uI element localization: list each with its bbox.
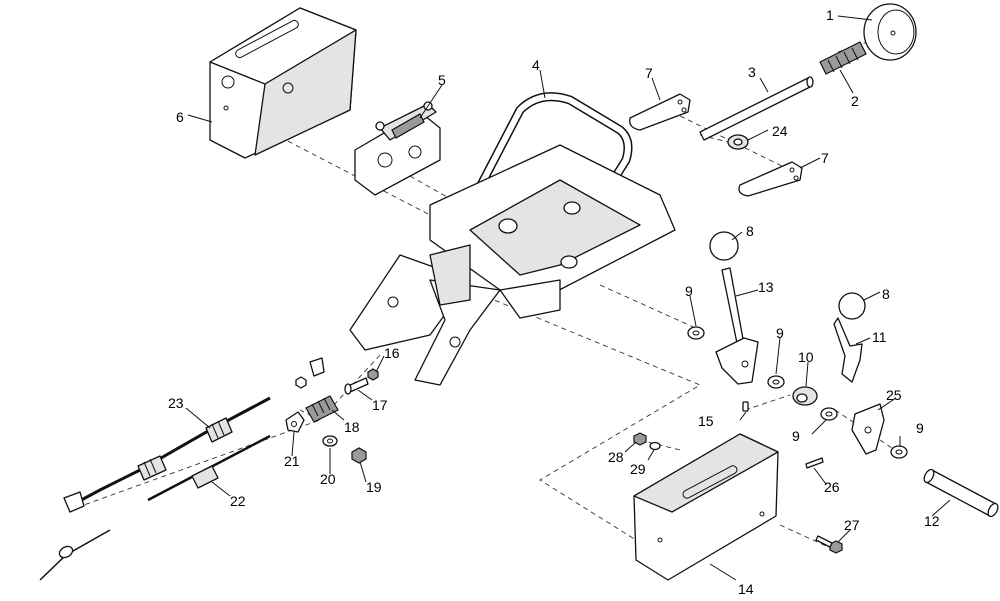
callout-2: 2 [851,93,859,109]
part-1-knob-disc [863,3,917,61]
part-3-shaft [699,76,814,141]
leader-lines [185,15,951,581]
callout-22: 22 [230,493,246,509]
callout-3: 3 [748,64,756,80]
callout-27: 27 [844,517,860,533]
callout-8-upper: 8 [746,223,754,239]
callout-25: 25 [886,387,902,403]
callout-8-lower: 8 [882,286,890,302]
callout-14: 14 [738,581,754,597]
part-14-lower-cover [633,433,779,581]
callout-7-upper: 7 [645,65,653,81]
part-2-spring [819,41,867,75]
part-7-upper-plate [629,93,691,131]
part-4-main-frame [349,92,676,386]
part-10-bushing [792,386,818,406]
hardware-27-28-29 [633,432,843,554]
callout-23: 23 [168,395,184,411]
callout-29: 29 [630,461,646,477]
part-22-push-rod [39,434,271,581]
callout-26: 26 [824,479,840,495]
callout-4: 4 [532,57,540,73]
callout-28: 28 [608,449,624,465]
hardware-16-21 [285,368,379,464]
callout-10: 10 [798,349,814,365]
callout-9-a: 9 [685,283,693,299]
callout-21: 21 [284,453,300,469]
callout-9-c: 9 [792,428,800,444]
callout-24: 24 [772,123,788,139]
callout-7-lower: 7 [821,150,829,166]
callout-9-d: 9 [916,420,924,436]
callout-11: 11 [872,329,887,345]
callout-9-b: 9 [776,325,784,341]
callout-19: 19 [366,479,382,495]
part-13-lever [709,231,759,385]
part-24-spacer [727,134,749,150]
part-12-rod [923,468,999,518]
callout-16: 16 [384,345,400,361]
part-23-cable [63,357,325,513]
callout-17: 17 [372,397,388,413]
callout-1: 1 [826,7,834,23]
callout-5: 5 [438,72,446,88]
callout-20: 20 [320,471,336,487]
part-7-lower-plate [738,161,803,197]
part-6-upper-cover [209,7,357,159]
callout-12: 12 [924,513,940,529]
part-26-roll-pin [805,457,824,469]
washers-9 [687,326,908,459]
callout-6: 6 [176,109,184,125]
part-25-bracket [851,403,885,455]
callout-13: 13 [758,279,774,295]
part-5-spring-bracket [354,101,441,196]
callout-15: 15 [698,413,714,429]
part-15-pin [742,401,749,412]
part-11-small-lever [833,292,866,383]
callout-18: 18 [344,419,360,435]
callout-labels: 1 2 3 4 5 6 7 7 8 8 9 9 9 9 10 11 12 13 … [168,7,940,597]
